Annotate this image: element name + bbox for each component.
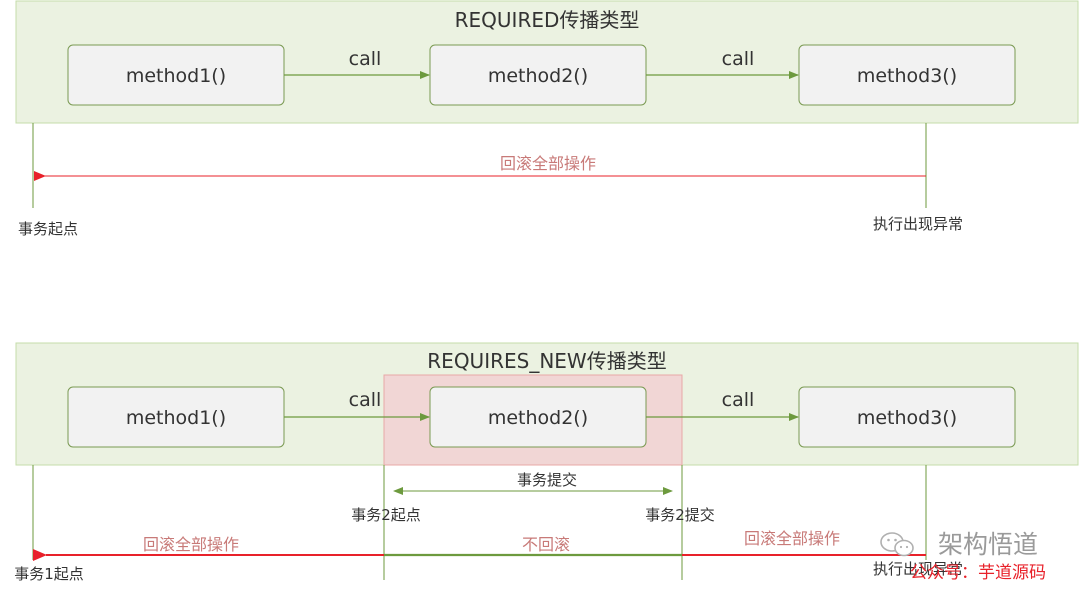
- tx-start-label: 事务起点: [18, 220, 78, 238]
- exception-label-2: 执行出现异常: [873, 560, 963, 578]
- tx1-start-label: 事务1起点: [14, 565, 84, 583]
- requires-new-title: REQUIRES_NEW传播类型: [427, 349, 666, 373]
- watermark-account: 公众号：芋道源码: [910, 563, 1046, 583]
- tx2-start-label: 事务2起点: [351, 506, 421, 524]
- wechat-icon: [880, 532, 914, 557]
- method2-label-2: method2(): [488, 407, 588, 429]
- method3-box-2: [798, 386, 1016, 448]
- required-title: REQUIRED传播类型: [455, 8, 640, 32]
- exception-label: 执行出现异常: [873, 215, 963, 233]
- method1-label: method1(): [126, 65, 226, 87]
- rollback-left-label: 回滚全部操作: [143, 535, 239, 554]
- call-label-4: call: [722, 389, 755, 411]
- method1-label-2: method1(): [126, 407, 226, 429]
- method3-label-2: method3(): [857, 407, 957, 429]
- call-label-2: call: [722, 48, 755, 70]
- rollback-label: 回滚全部操作: [500, 154, 596, 173]
- no-rollback-label: 不回滚: [522, 535, 570, 554]
- watermark: 架构悟道 公众号：芋道源码: [880, 530, 1046, 583]
- rollback-right-label: 回滚全部操作: [744, 529, 840, 548]
- call-label-1: call: [349, 48, 382, 70]
- tx2-commit-label: 事务2提交: [645, 506, 715, 524]
- diagram-requires-new: REQUIRES_NEW传播类型 method1() method2() met…: [14, 342, 1079, 583]
- method2-label: method2(): [488, 65, 588, 87]
- commit-label: 事务提交: [517, 471, 577, 489]
- method3-label: method3(): [857, 65, 957, 87]
- method3-box: [798, 44, 1016, 106]
- diagram-required: REQUIRED传播类型 method1() method2() method3…: [15, 0, 1079, 238]
- watermark-brand: 架构悟道: [938, 530, 1038, 559]
- call-label-3: call: [349, 389, 382, 411]
